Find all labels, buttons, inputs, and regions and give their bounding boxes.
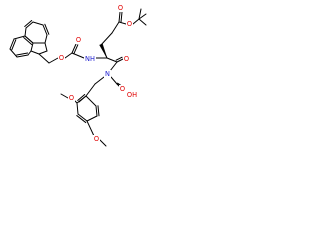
bond-line bbox=[16, 54, 29, 58]
bond-line bbox=[48, 57, 59, 64]
bond-line bbox=[120, 11, 123, 23]
bond-line bbox=[60, 93, 69, 99]
bond-line bbox=[76, 115, 87, 124]
stereo-wedge-bond bbox=[99, 43, 108, 59]
structure-diagram: O O NH O O O N O OH bbox=[9, 4, 147, 147]
bond-line bbox=[16, 52, 29, 56]
oxygen-atom-label: O bbox=[94, 135, 99, 143]
bond-line bbox=[86, 115, 98, 122]
bond-line bbox=[117, 82, 122, 86]
bond-line bbox=[100, 32, 113, 46]
bond-line bbox=[138, 8, 142, 20]
bond-line bbox=[77, 113, 88, 122]
bond-line bbox=[115, 56, 123, 61]
bond-line bbox=[76, 102, 79, 115]
bond-line bbox=[78, 95, 87, 103]
bond-line bbox=[86, 120, 95, 137]
bond-line bbox=[23, 37, 33, 46]
nitrogen-atom-label: NH bbox=[85, 55, 95, 63]
bond-line bbox=[30, 42, 34, 52]
atom-label-layer: O O NH O O O N O OH bbox=[58, 4, 138, 143]
bond-line bbox=[116, 58, 124, 63]
bond-line bbox=[24, 27, 27, 37]
bond-line bbox=[44, 34, 48, 44]
nitrogen-atom-label: N bbox=[105, 70, 110, 78]
bond-line bbox=[95, 105, 98, 117]
bond-line bbox=[118, 21, 127, 25]
oxygen-atom-label: O bbox=[118, 4, 123, 12]
bond-line bbox=[32, 21, 44, 26]
bond-line bbox=[71, 52, 85, 59]
bond-line bbox=[132, 18, 140, 25]
bond-line bbox=[64, 52, 73, 59]
oxygen-atom-label: O bbox=[127, 20, 132, 28]
molecule-canvas: O O NH O O O N O OH bbox=[0, 0, 152, 152]
bond-line bbox=[24, 19, 33, 27]
bond-line bbox=[138, 18, 147, 26]
oxygen-atom-label: O bbox=[124, 55, 129, 63]
bond-line bbox=[118, 11, 121, 23]
bond-line bbox=[97, 105, 100, 117]
bond-line bbox=[44, 23, 50, 35]
bond-line bbox=[13, 35, 26, 40]
bond-line bbox=[109, 61, 118, 72]
bond-line bbox=[27, 50, 32, 56]
oxygen-atom-label: O bbox=[69, 94, 74, 102]
bond-layer bbox=[9, 8, 147, 147]
bond-line bbox=[38, 50, 48, 55]
oxygen-atom-label: O bbox=[76, 36, 81, 44]
bond-line bbox=[99, 139, 107, 147]
bond-line bbox=[85, 95, 97, 107]
bond-line bbox=[9, 48, 18, 58]
bond-line bbox=[94, 76, 105, 85]
bond-line bbox=[111, 21, 120, 34]
bond-line bbox=[30, 50, 40, 55]
bond-line bbox=[42, 24, 48, 36]
bond-line bbox=[85, 83, 96, 97]
bond-line bbox=[24, 35, 34, 44]
bond-line bbox=[71, 43, 77, 54]
bond-line bbox=[138, 13, 147, 20]
bond-line bbox=[9, 38, 15, 50]
bond-line bbox=[25, 21, 34, 29]
hydroxyl-atom-label: OH bbox=[127, 91, 137, 99]
bond-line bbox=[77, 93, 86, 101]
bond-line bbox=[44, 42, 48, 52]
bond-line bbox=[110, 76, 118, 85]
bond-line bbox=[73, 44, 79, 55]
oxygen-atom-label: O bbox=[59, 54, 64, 62]
bond-line bbox=[38, 53, 50, 64]
bond-line bbox=[106, 57, 118, 63]
oxygen-atom-label: O bbox=[120, 85, 125, 93]
bond-line bbox=[11, 39, 17, 51]
wedge-layer bbox=[99, 43, 108, 59]
